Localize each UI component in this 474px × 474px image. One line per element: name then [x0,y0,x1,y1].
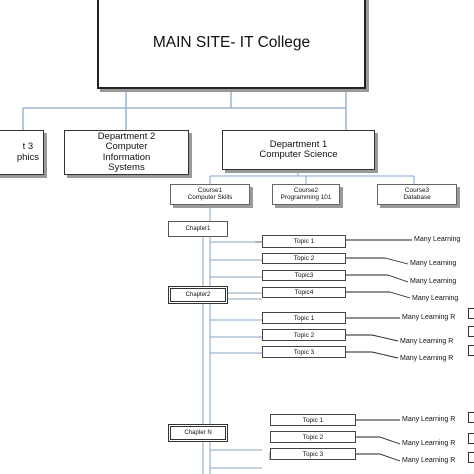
edge-box [468,308,474,319]
edge-box [468,326,474,337]
course-box: Course1 Computer Skills [170,184,250,205]
learning-resource-label: Many Learning R [402,457,456,464]
course-box: Course2 Programming 101 [272,184,340,205]
main-site-box: MAIN SITE- IT College [97,0,366,89]
topic-box: Topic4 [262,287,346,298]
edge-box [468,412,474,423]
department-1-name: Department 1 [269,138,328,150]
main-site-label: MAIN SITE- IT College [152,34,311,51]
department-2-subject-line1: Computer [105,141,148,153]
topic-label: Topic 2 [302,433,324,441]
learning-resource-label: Many Learning [412,295,459,302]
course-title: Database [403,193,431,201]
topic-label: Topic4 [294,289,314,296]
topic-box: Topic 2 [270,431,356,443]
topic-box: Topic 1 [262,312,346,324]
department-2-name: Department 2 [97,131,156,142]
department-2-box: Department 2 Computer Information System… [64,130,189,175]
topic-box: Topic 3 [270,448,356,460]
learning-resource-label: Many Learning R [402,440,456,447]
course-title: Programming 101 [280,193,332,201]
department-1-box: Department 1 Computer Science [222,130,375,170]
edge-box [468,452,474,463]
chapter-box: Chapter N [168,424,228,442]
topic-label: Topic 1 [302,416,324,424]
chapter-box: Chapter1 [168,221,228,237]
topic-label: Topic 3 [302,450,324,458]
chapter-box: Chapter2 [168,286,228,304]
course-name: Course1 [197,186,223,194]
learning-resource-label: Many Learning R [400,338,454,345]
course-title: Computer Skills [187,193,233,201]
course-box: Course3 Database [377,184,457,205]
topic-label: Topic 2 [293,255,315,262]
topic-label: Topic3 [294,272,314,279]
chapter-label: Chapter2 [185,292,211,298]
department-3-name: t 3 [22,141,34,153]
topic-label: Topic 1 [293,314,315,322]
course-name: Course3 [404,186,430,194]
topic-box: Topic 2 [262,329,346,341]
edge-box [468,433,474,444]
department-1-subject: Computer Science [259,149,338,160]
topic-box: Topic 2 [262,253,346,264]
topic-box: Topic 1 [262,235,346,248]
topic-label: Topic 3 [293,348,315,356]
learning-resource-label: Many Learning [410,278,457,285]
department-2-subject-line3: Systems [108,161,145,173]
topic-label: Topic 2 [293,331,315,339]
learning-resource-label: Many Learning R [402,314,456,321]
learning-resource-label: Many Learning [410,260,457,267]
topic-label: Topic 1 [293,238,315,245]
department-3-subject: phics [16,151,39,163]
edge-box [468,345,474,356]
department-2-subject-line2: Information [102,151,151,163]
learning-resource-label: Many Learning R [402,416,456,423]
topic-box: Topic 3 [262,346,346,358]
course-name: Course2 [293,186,319,194]
learning-resource-label: Many Learning R [400,355,454,362]
topic-box: Topic3 [262,270,346,281]
chapter-label: Chapter N [184,430,212,436]
department-3-box: t 3 phics [0,130,44,175]
learning-resource-label: Many Learning [414,236,461,243]
topic-box: Topic 1 [270,414,356,426]
chapter-label: Chapter1 [185,226,211,232]
